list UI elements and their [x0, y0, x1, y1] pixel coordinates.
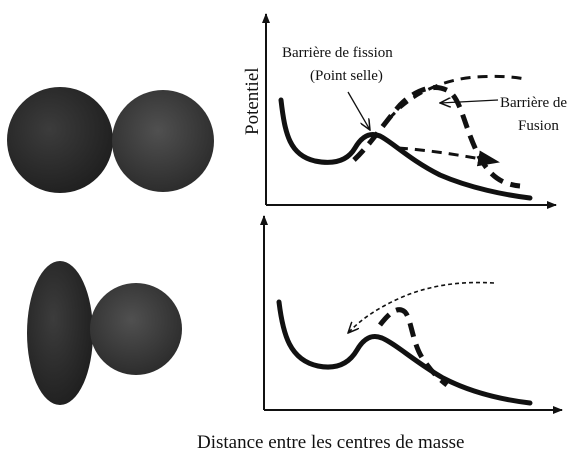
fusion-barrier-label: Barrière de: [500, 95, 567, 111]
nucleus-right-sphere: [112, 90, 214, 192]
bottom-potential-curve: [276, 299, 533, 406]
x-axis-label: Distance entre les centres de masse: [197, 432, 464, 453]
top-plot: Potentiel Barrière de fission (Point sel…: [242, 13, 567, 209]
y-axis-label: Potentiel: [242, 67, 263, 135]
fusion-barrier-label-2: Fusion: [518, 118, 559, 134]
fusion-pointer: [440, 100, 499, 103]
fission-saddle-label: (Point selle): [310, 68, 383, 84]
nucleus-sphere-bottom: [90, 283, 182, 375]
top-fission-dashed-arrow: [397, 146, 500, 167]
bottom-plot: [260, 215, 563, 414]
bottom-fusion-dashed-curve: [378, 307, 449, 387]
fission-barrier-label: Barrière de fission: [282, 45, 393, 61]
nucleus-deformed-ellipse: [27, 261, 93, 405]
top-potential-curve: [278, 97, 533, 201]
nucleus-left-sphere: [7, 87, 113, 193]
bottom-dotted-arrow: [348, 281, 495, 333]
nuclei-bottom: [27, 261, 182, 405]
nuclei-top: [7, 87, 214, 193]
top-upper-dashed-curve: [386, 74, 526, 121]
top-fusion-dashed-curve: [352, 85, 521, 189]
fission-pointer: [347, 91, 370, 130]
